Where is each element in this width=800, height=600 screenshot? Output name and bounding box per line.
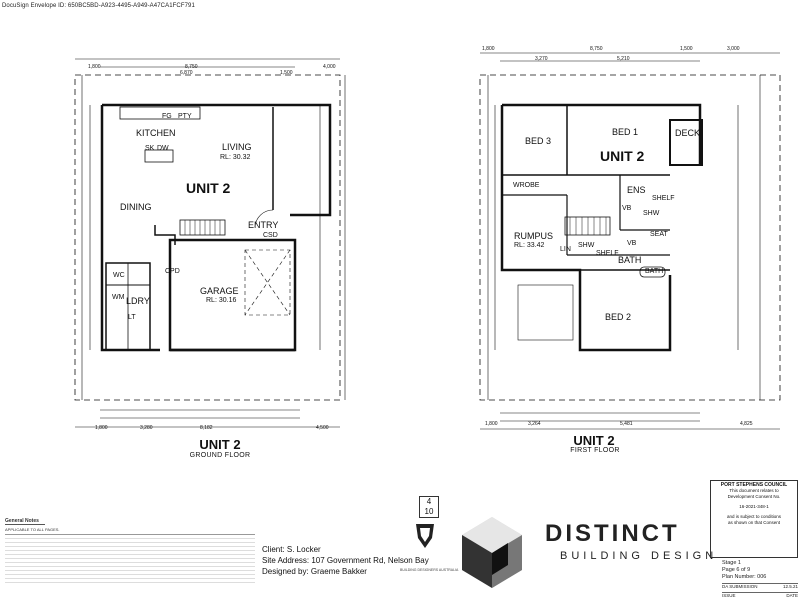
label-shelf2: SHELF bbox=[596, 250, 619, 257]
label-csd: CSD bbox=[263, 232, 278, 239]
label-bath-tub: BATH bbox=[645, 268, 664, 275]
council-line-3: Development Consent No. bbox=[727, 494, 781, 499]
room-living-rl: RL: 30.32 bbox=[220, 154, 251, 161]
dim-top2-2: 1,500 bbox=[280, 70, 293, 76]
label-shw2: SHW bbox=[578, 242, 595, 249]
notes-body bbox=[5, 534, 255, 585]
room-bed2: BED 2 bbox=[605, 312, 632, 322]
label-dw: DW bbox=[157, 145, 169, 152]
label-vb: VB bbox=[622, 205, 632, 212]
da-label: DA SUBMISSION bbox=[722, 584, 758, 589]
ff-dim-top2-3: 5,210 bbox=[617, 56, 630, 62]
room-rumpus-rl: RL: 33.42 bbox=[514, 242, 545, 249]
dim-top-1: 1,800 bbox=[88, 64, 101, 70]
room-wm: WM bbox=[112, 294, 125, 301]
site-address: Site Address: 107 Government Rd, Nelson … bbox=[262, 556, 429, 565]
dim-total-3: 8,182 bbox=[200, 425, 213, 431]
room-bath: BATH bbox=[618, 255, 642, 265]
da-submission: DA SUBMISSION 12.5.21 ISSUE DATE bbox=[722, 583, 798, 598]
dim-total-2: 3,280 bbox=[140, 425, 153, 431]
room-bed1: BED 1 bbox=[612, 127, 639, 137]
client-block: Client: S. Locker Site Address: 107 Gove… bbox=[262, 544, 429, 577]
first-title: UNIT 2 bbox=[573, 433, 615, 448]
label-fg: FG bbox=[162, 113, 172, 120]
room-wc: WC bbox=[113, 272, 125, 279]
bda-logo bbox=[416, 524, 434, 548]
council-stamp: PORT STEPHENS COUNCIL This document rela… bbox=[710, 480, 798, 558]
dim-top-3: 4,000 bbox=[323, 64, 336, 70]
brand-name: DISTINCT bbox=[545, 520, 680, 547]
council-line-5: and is subject to conditions bbox=[726, 514, 782, 519]
ff-dim-top-3: 1,500 bbox=[680, 46, 693, 52]
room-rumpus: RUMPUS bbox=[514, 231, 554, 241]
room-dining: DINING bbox=[120, 202, 152, 212]
ff-dim-total-1: 1,800 bbox=[485, 421, 498, 427]
label-shw: SHW bbox=[643, 210, 660, 217]
dim-top-2: 8,750 bbox=[185, 64, 198, 70]
ground-subtitle: GROUND FLOOR bbox=[189, 452, 251, 459]
council-line-6: as shown on that Consent bbox=[727, 520, 781, 525]
brand-tagline: BUILDING DESIGN bbox=[560, 550, 718, 562]
room-ens: ENS bbox=[627, 185, 646, 195]
room-bed3: BED 3 bbox=[525, 136, 552, 146]
first-floor-plan bbox=[479, 52, 781, 430]
first-subtitle: FIRST FLOOR bbox=[570, 447, 620, 454]
room-garage-rl: RL: 30.16 bbox=[206, 297, 237, 304]
date-label: DATE bbox=[786, 593, 798, 598]
designer: Designed by: Graeme Bakker bbox=[262, 567, 367, 576]
room-living: LIVING bbox=[222, 142, 252, 152]
council-line-1: PORT STEPHENS COUNCIL bbox=[720, 482, 788, 488]
ground-unit-label: UNIT 2 bbox=[186, 180, 231, 196]
distinct-logo-mark bbox=[462, 517, 522, 588]
dim-total-1: 1,800 bbox=[95, 425, 108, 431]
docusign-envelope-id: DocuSign Envelope ID: 650BC5BD-A923-4495… bbox=[2, 3, 195, 9]
da-date: 12.5.21 bbox=[782, 584, 798, 589]
label-sk: SK bbox=[145, 145, 155, 152]
dim-top2-1: 6,870 bbox=[180, 70, 193, 76]
first-unit-label: UNIT 2 bbox=[600, 148, 645, 164]
ground-title: UNIT 2 bbox=[199, 437, 241, 452]
label-wrobe: WROBE bbox=[513, 182, 540, 189]
council-line-4: 16-2021-348-1 bbox=[739, 504, 769, 509]
dim-total-4: 4,500 bbox=[316, 425, 329, 431]
council-line-2: This document relates to bbox=[729, 488, 779, 493]
bda-text: BUILDING DESIGNERS AUSTRALIA bbox=[400, 568, 459, 572]
label-cpd: CPD bbox=[165, 268, 180, 275]
page-box-bottom: 10 bbox=[424, 507, 434, 516]
plan-number: Plan Number: 006 bbox=[722, 574, 767, 580]
ff-dim-top-4: 3,000 bbox=[727, 46, 740, 52]
ff-dim-total-4: 4,825 bbox=[740, 421, 753, 427]
label-lin: LIN bbox=[560, 246, 571, 253]
ground-floor-plan bbox=[74, 58, 346, 428]
client-name: Client: S. Locker bbox=[262, 545, 321, 554]
ff-dim-total-2: 3,264 bbox=[528, 421, 541, 427]
page-box-top: 4 bbox=[426, 497, 432, 506]
notes-line: APPLICABLE TO ALL PAGES. bbox=[5, 527, 60, 532]
room-deck: DECK bbox=[675, 128, 701, 138]
label-vb2: VB bbox=[627, 240, 637, 247]
label-seat: SEAT bbox=[650, 231, 668, 238]
room-garage: GARAGE bbox=[200, 286, 239, 296]
page-box: 4 10 bbox=[419, 496, 439, 518]
page-line: Page 6 of 9 bbox=[722, 567, 751, 573]
room-entry: ENTRY bbox=[248, 220, 279, 230]
ff-dim-top-2: 8,750 bbox=[590, 46, 603, 52]
stage-info: Stage 1 Page 6 of 9 Plan Number: 006 bbox=[722, 560, 766, 581]
room-kitchen: KITCHEN bbox=[136, 128, 176, 138]
stage-line: Stage 1 bbox=[722, 560, 741, 566]
label-shelf: SHELF bbox=[652, 195, 675, 202]
label-pty: PTY bbox=[178, 113, 192, 120]
ff-dim-top2-1: 3,270 bbox=[535, 56, 548, 62]
ff-dim-total-3: 5,481 bbox=[620, 421, 633, 427]
issue-label: ISSUE bbox=[722, 593, 736, 598]
notes-heading: General Notes bbox=[5, 518, 45, 525]
label-lt: LT bbox=[128, 314, 136, 321]
ff-dim-top-1: 1,800 bbox=[482, 46, 495, 52]
room-ldry: LDRY bbox=[126, 296, 150, 306]
general-notes: General Notes APPLICABLE TO ALL PAGES. bbox=[5, 518, 255, 598]
